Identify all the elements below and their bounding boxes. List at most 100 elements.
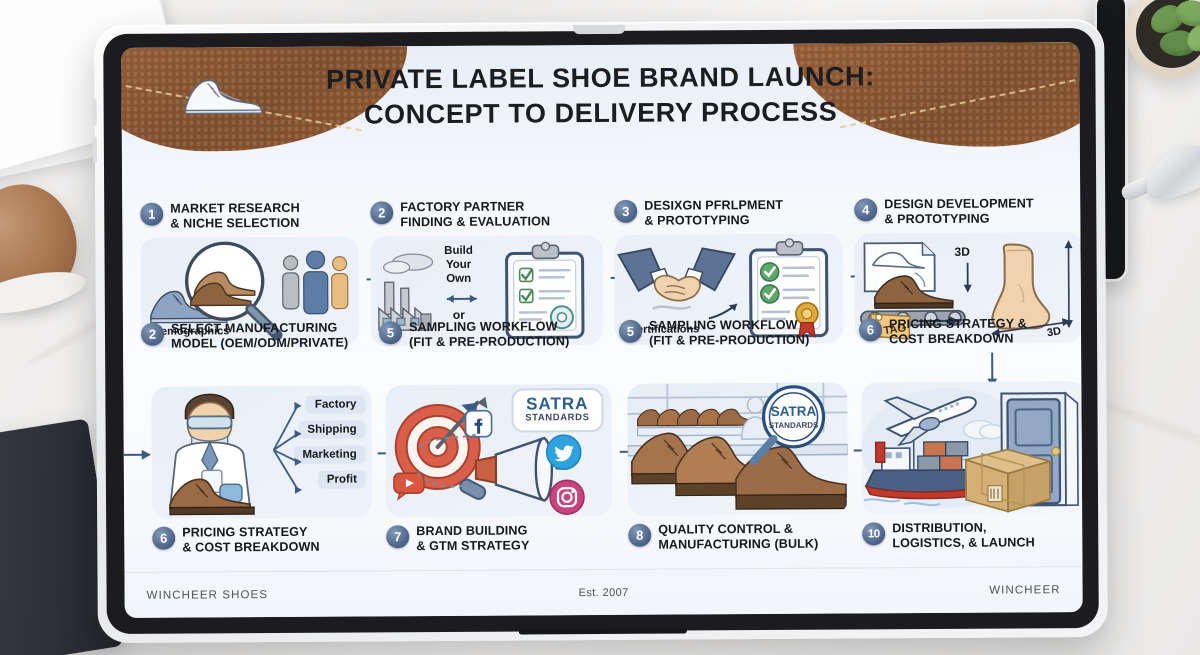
step-3-illustration: Certifications [614, 233, 844, 345]
satra-title: SATRA [771, 404, 817, 419]
step-4-illustration: TAG [854, 231, 1083, 344]
step-header: 3 DESIXGN PFRLPMENT & PROTOTYPING [614, 198, 842, 230]
step-8-illustration: SATRA STANDARDS [627, 382, 849, 516]
tablet-device: PRIVATE LABEL SHOE BRAND LAUNCH: CONCEPT… [92, 18, 1108, 644]
step-label: DESIXGN PFRLPMENT & PROTOTYPING [644, 197, 784, 229]
step-badge: 1 [140, 202, 164, 226]
brown-shoe-icon [169, 478, 255, 516]
tag-text: TAG [883, 322, 907, 337]
demographic-figures-icon [282, 250, 349, 315]
footer-established: Est. 2007 [578, 586, 629, 599]
step-10-illustration [861, 381, 1083, 515]
caption-build-your-own: Build Your Own [444, 244, 473, 285]
step-cell-9[interactable]: Factory Shipping Marketing Profit [151, 380, 373, 556]
arrow-icon [918, 315, 959, 326]
instagram-icon[interactable] [548, 478, 586, 516]
step-label: SELECT MANUFACTURING MODEL (OEM/ODM/PRIV… [170, 320, 349, 351]
step-header: 5 SAMPLING WORKFLOW (FIT & PRE-PRODUCTIO… [618, 317, 847, 349]
satra-subtitle: STANDARDS [769, 421, 819, 430]
bidirectional-arrow-icon [446, 294, 477, 303]
title-line-2: CONCEPT TO DELIVERY PROCESS [363, 96, 838, 129]
step-badge: 2 [140, 322, 165, 346]
step-header: 2 SELECT MANUFACTURING MODEL (OEM/ODM/PR… [140, 320, 369, 352]
step-badge: 5 [618, 319, 643, 343]
handshake-icon [617, 247, 736, 310]
step-cell-12[interactable]: 10 DISTRIBUTION, LOGISTICS, & LAUNCH [861, 376, 1083, 552]
step-label: FACTORY PARTNER FINDING & EVALUATION [400, 199, 551, 230]
step-label: SAMPLING WORKFLOW (FIT & PRE-PRODUCTION) [408, 319, 570, 350]
step-badge: 3 [614, 199, 638, 223]
volume-down-button[interactable] [92, 137, 97, 164]
step-header: 1 MARKET RESEARCH & NICHE SELECTION [140, 200, 358, 232]
front-camera-icon [573, 24, 626, 35]
step-cell-5[interactable]: 2 SELECT MANUFACTURING MODEL (OEM/ODM/PR… [140, 320, 369, 352]
step-label: BRAND BUILDING & GTM STRATEGY [416, 523, 530, 554]
step-header: 5 SAMPLING WORKFLOW (FIT & PRE-PRODUCTIO… [378, 319, 607, 351]
step-badge: 2 [370, 201, 394, 225]
satra-title: SATRA [526, 394, 589, 414]
cost-chip-profit: Profit [317, 470, 366, 489]
step-cell-4[interactable]: 4 DESIGN DEVELOPMENT & PROTOTYPING [854, 196, 1083, 344]
target-icon [394, 396, 488, 490]
step-badge: 7 [386, 525, 410, 549]
step-header: 7 BRAND BUILDING & GTM STRATEGY [386, 523, 612, 555]
infographic: PRIVATE LABEL SHOE BRAND LAUNCH: CONCEPT… [121, 42, 1083, 618]
process-grid: 1 MARKET RESEARCH & NICHE SELECTION [121, 148, 1083, 572]
step-1-illustration: Demographics [140, 236, 360, 348]
cost-chip-factory: Factory [305, 395, 366, 414]
step-label: PRICING STRATEGY & COST BREAKDOWN [888, 316, 1027, 347]
arrow-icon [708, 303, 738, 320]
step-6-illustration: Factory Shipping Marketing Profit [151, 385, 373, 519]
tablet-screen[interactable]: PRIVATE LABEL SHOE BRAND LAUNCH: CONCEPT… [121, 42, 1083, 618]
step-label: QUALITY CONTROL & MANUFACTURING (BULK) [658, 521, 819, 553]
step-badge: 8 [628, 523, 652, 547]
page-title: PRIVATE LABEL SHOE BRAND LAUNCH: CONCEPT… [121, 58, 1079, 133]
dotted-connector-icon [417, 433, 477, 488]
step-label: DISTRIBUTION, LOGISTICS, & LAUNCH [892, 520, 1035, 551]
step-header: 4 DESIGN DEVELOPMENT & PROTOTYPING [854, 196, 1082, 228]
step-cell-7[interactable]: 5 SAMPLING WORKFLOW (FIT & PRE-PRODUCTIO… [618, 317, 847, 349]
twitter-icon[interactable] [544, 432, 584, 472]
arrow-into-pricing [121, 453, 150, 456]
step-2-illustration: Build Your Own or [370, 234, 604, 347]
white-shoe-icon [184, 79, 263, 115]
utensil-object [1136, 136, 1200, 208]
brown-shoe-object [0, 174, 87, 311]
foot-last-icon [991, 243, 1051, 330]
satra-standards-badge: SATRA STANDARDS [511, 387, 604, 433]
step-cell-3[interactable]: 3 DESIXGN PFRLPMENT & PROTOTYPING [614, 198, 844, 345]
step-cell-8[interactable]: 6 PRICING STRATEGY & COST BREAKDOWN [858, 316, 1083, 387]
step-cell-1[interactable]: 1 MARKET RESEARCH & NICHE SELECTION [140, 200, 360, 348]
leather-header-band [121, 42, 1080, 152]
step-header: 2 FACTORY PARTNER FINDING & EVALUATION [370, 199, 602, 231]
volume-up-button[interactable] [92, 99, 97, 126]
step-label: MARKET RESEARCH & NICHE SELECTION [170, 200, 300, 231]
step-label: SAMPLING WORKFLOW (FIT & PRE-PRODUCTION) [648, 317, 810, 349]
magnifier-icon [184, 241, 283, 341]
step-header: 6 PRICING STRATEGY & COST BREAKDOWN [858, 316, 1083, 348]
footer-brand-left: WINCHEER SHOES [146, 588, 269, 602]
infographic-footer: WINCHEER SHOES Est. 2007 WINCHEER [124, 566, 1083, 618]
facebook-icon[interactable] [463, 409, 493, 439]
step-badge: 6 [858, 318, 883, 342]
step-cell-10[interactable]: SATRA STANDARDS [385, 379, 613, 555]
step-cell-6[interactable]: 5 SAMPLING WORKFLOW (FIT & PRE-PRODUCTIO… [378, 319, 607, 351]
footer-brand-right: WINCHEER [989, 583, 1061, 597]
certification-clipboard-icon [749, 237, 829, 338]
step-cell-2[interactable]: 2 FACTORY PARTNER FINDING & EVALUATION [370, 199, 604, 347]
step-cell-11[interactable]: SATRA STANDARDS 8 QUALITY CONTROL & MANU… [627, 377, 849, 553]
shoe-sketch-icon [863, 241, 936, 293]
step-label: PRICING STRATEGY & COST BREAKDOWN [182, 524, 320, 555]
step-header: 6 PRICING STRATEGY & COST BREAKDOWN [152, 524, 372, 556]
step-badge: 5 [378, 321, 403, 345]
horizontal-dimension-icon [991, 317, 1071, 337]
step-header: 8 QUALITY CONTROL & MANUFACTURING (BULK) [628, 521, 848, 553]
step-badge: 10 [862, 522, 886, 546]
clipboard-checklist-icon [505, 241, 585, 339]
step-badge: 4 [854, 198, 878, 222]
down-arrow-icon [963, 262, 972, 293]
tablet-bezel: PRIVATE LABEL SHOE BRAND LAUNCH: CONCEPT… [103, 24, 1099, 635]
home-indicator[interactable] [518, 628, 687, 635]
youtube-icon[interactable] [392, 471, 428, 501]
step-7-illustration: SATRA STANDARDS [385, 383, 613, 518]
